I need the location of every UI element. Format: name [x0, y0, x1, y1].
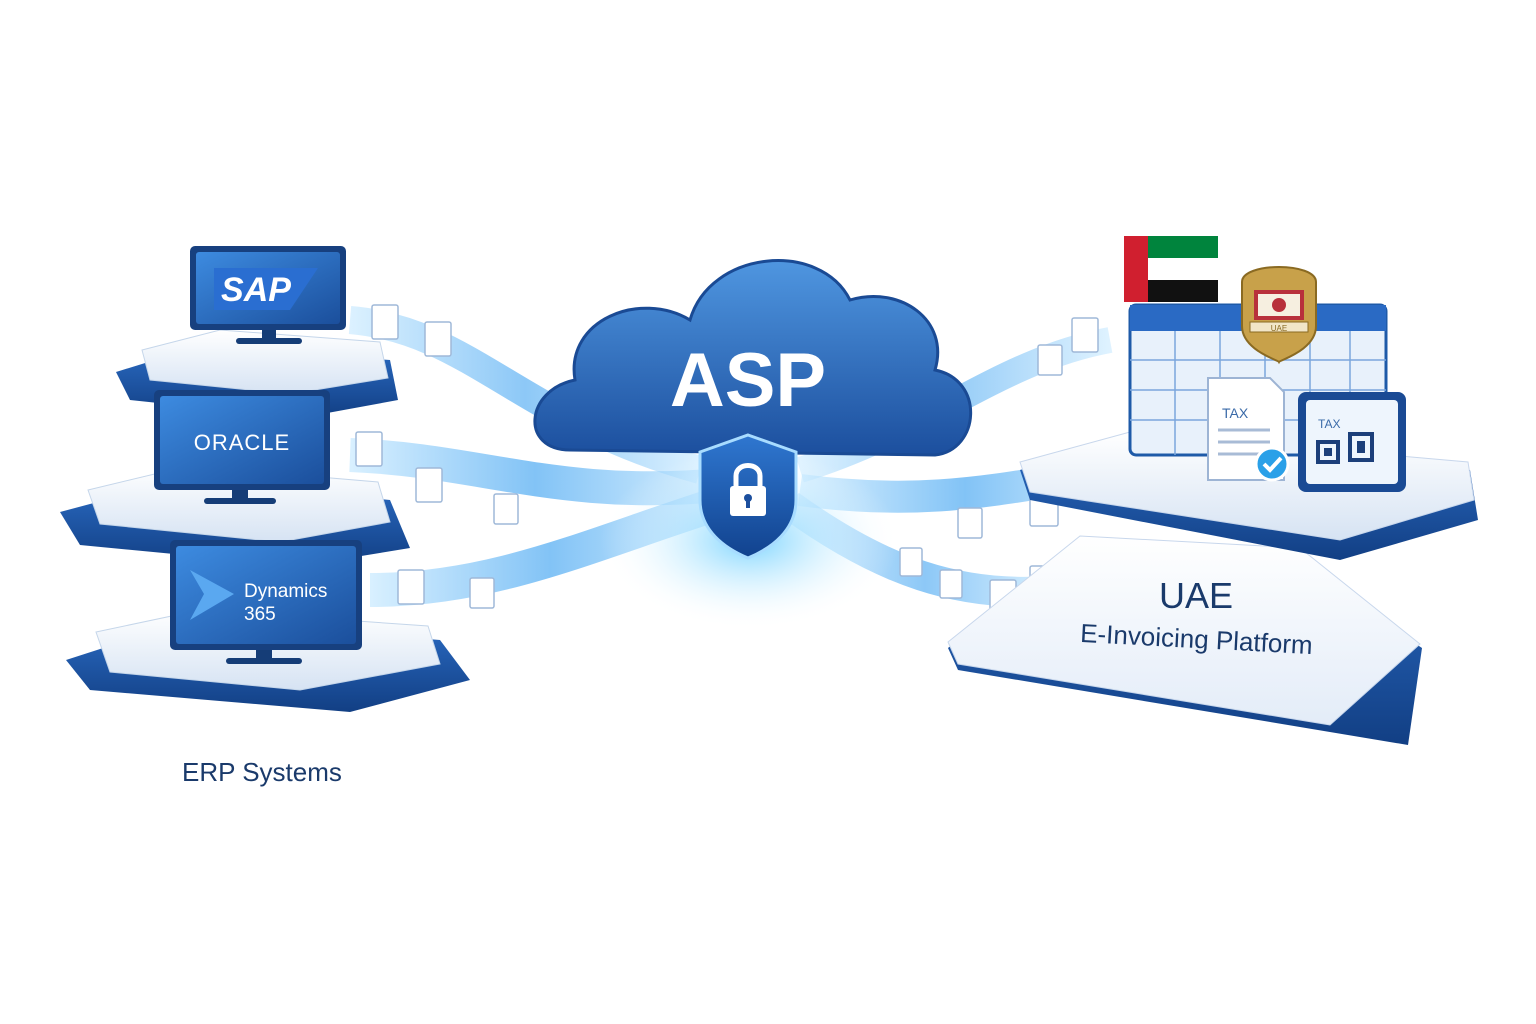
uae-flag-icon [1124, 236, 1218, 302]
oracle-monitor [154, 390, 330, 504]
check-icon [1254, 446, 1290, 482]
erp-systems-caption: ERP Systems [182, 757, 342, 787]
tax-doc-label: TAX [1222, 405, 1249, 421]
dynamics-label-line1: Dynamics [244, 581, 327, 602]
asp-label: ASP [670, 338, 826, 423]
dynamics-logo-icon [190, 570, 234, 620]
dynamics-label-line2: 365 [244, 604, 276, 625]
asp-cloud [533, 259, 973, 457]
government-emblem-icon [1241, 266, 1317, 365]
sap-monitor [190, 246, 346, 344]
qr-code-icon [1316, 432, 1374, 464]
tax-tablet-label: TAX [1318, 417, 1340, 431]
oracle-logo-label: ORACLE [194, 430, 290, 455]
tablet-qr-device [1298, 392, 1406, 492]
emblem-text: UAE [1271, 324, 1287, 333]
dynamics-monitor [170, 540, 362, 664]
uae-title: UAE [1159, 575, 1233, 616]
sap-logo-label: SAP [221, 271, 291, 309]
shield-lock-icon [698, 433, 798, 560]
erp-stack [60, 246, 470, 712]
